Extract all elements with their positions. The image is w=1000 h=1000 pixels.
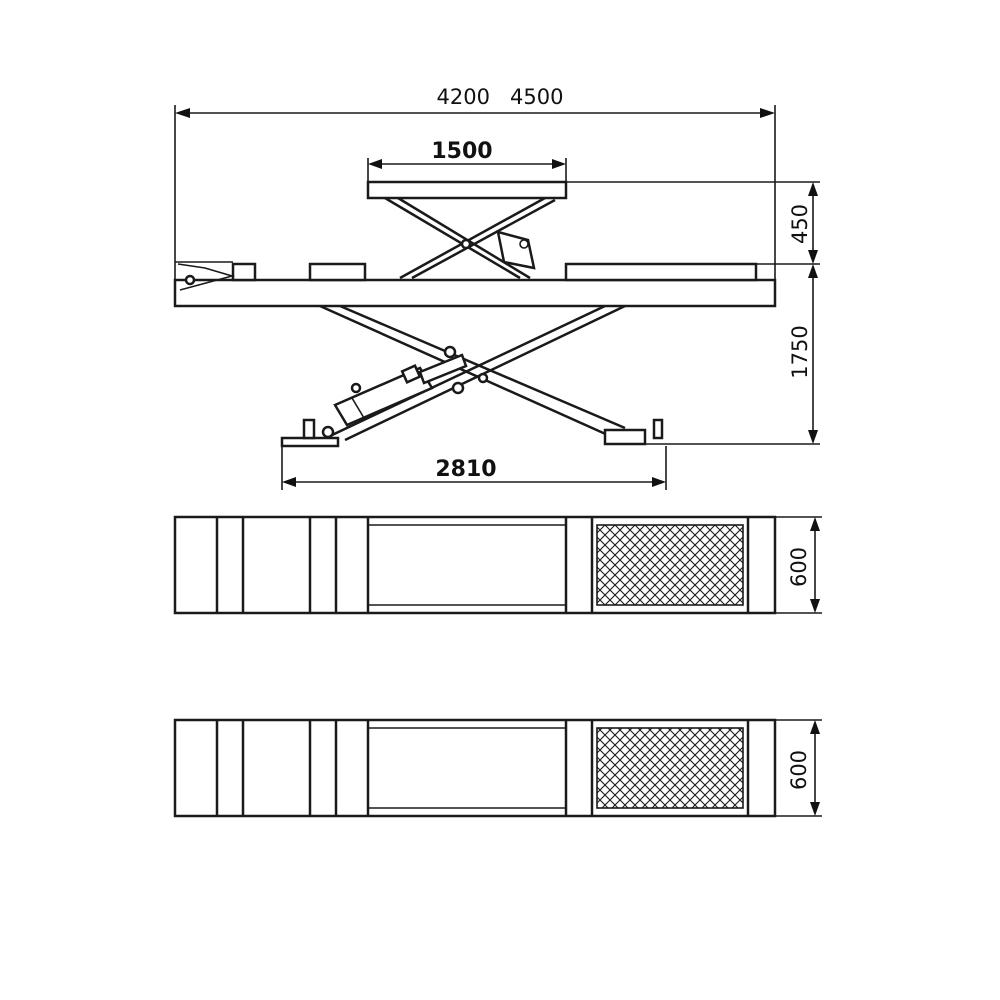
base-length-dimension: 2810 xyxy=(282,457,666,487)
base-length-label: 2810 xyxy=(435,457,496,482)
mesh-plate xyxy=(596,727,744,809)
overall-length-label: 4200 4500 xyxy=(437,85,564,109)
main-platform xyxy=(173,261,820,308)
lift-height-label: 1750 xyxy=(788,325,812,378)
mesh-plate xyxy=(596,524,744,606)
overall-length-dimension: 4200 4500 xyxy=(174,85,776,280)
platform-top-view-1: 600 xyxy=(173,515,822,615)
lower-scissor xyxy=(319,304,626,442)
top-platform: 1500 xyxy=(366,139,568,200)
height-dimensions: 450 1750 xyxy=(566,181,820,444)
platform-width-label-2: 600 xyxy=(787,750,811,790)
side-view: 4200 4500 1500 xyxy=(173,85,820,490)
platform-width-label-1: 600 xyxy=(787,547,811,587)
top-platform-height-label: 450 xyxy=(788,204,812,244)
hydraulic-cylinder xyxy=(321,353,468,439)
base-feet xyxy=(280,418,820,490)
platform-top-view-2: 600 xyxy=(173,718,822,818)
top-platform-length-label: 1500 xyxy=(431,139,492,164)
upper-scissor xyxy=(384,196,556,280)
